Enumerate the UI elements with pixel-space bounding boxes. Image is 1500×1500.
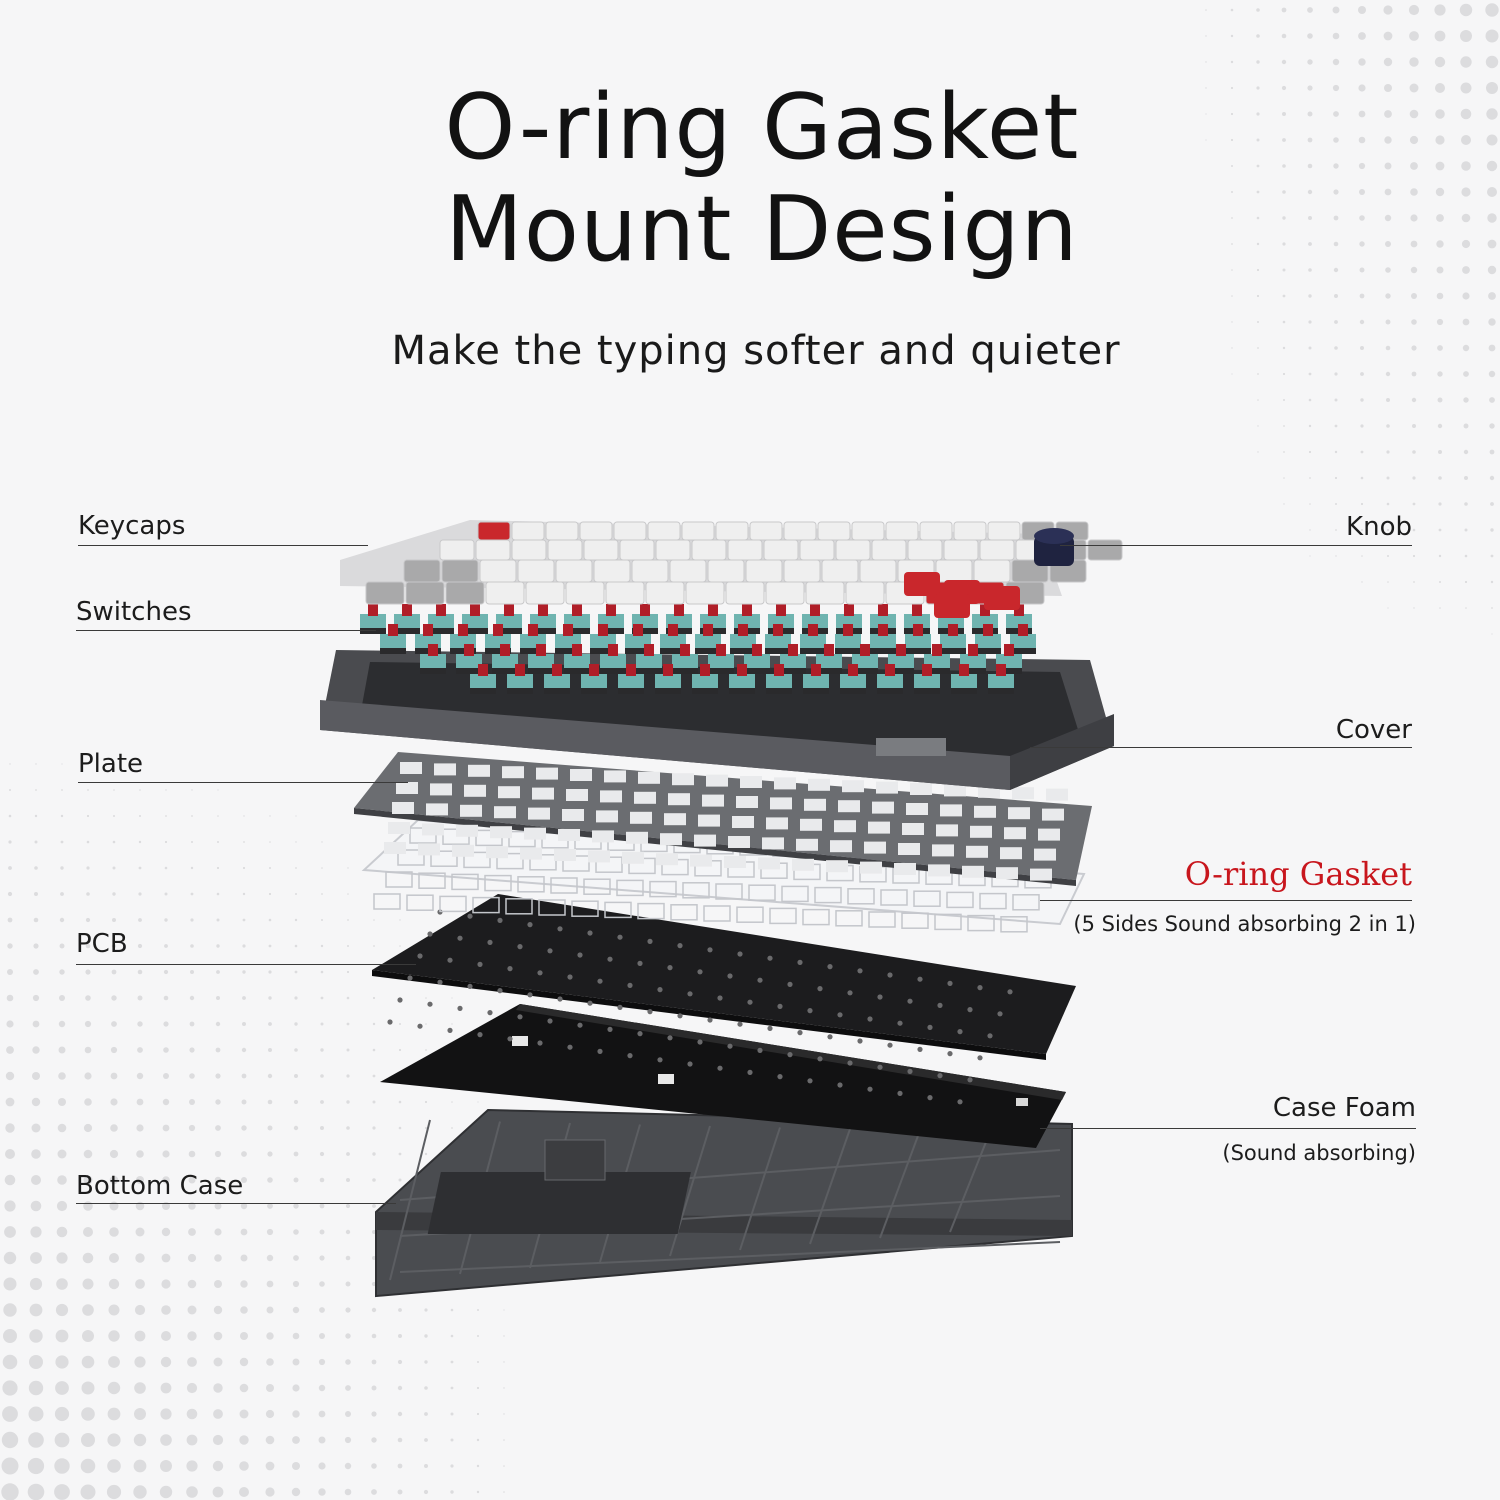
- label-case-foam-note: (Sound absorbing): [1222, 1141, 1416, 1165]
- pcb-layer: [372, 894, 1076, 1105]
- page-title-line-2: Mount Design: [445, 177, 1079, 282]
- label-switches: Switches: [76, 597, 192, 627]
- case-foam-layer: [380, 1004, 1066, 1148]
- knob-icon: [1034, 528, 1074, 566]
- label-plate: Plate: [78, 749, 144, 779]
- leader-line-knob: [1060, 545, 1412, 546]
- bottom-case-layer: [375, 1108, 1073, 1298]
- page-title-line-1: O-ring Gasket: [444, 75, 1080, 180]
- label-o-ring-gasket: O-ring Gasket: [1184, 855, 1412, 893]
- plate-layer: [354, 752, 1092, 886]
- switches-layer: [360, 604, 1036, 694]
- leader-line-plate: [78, 782, 408, 783]
- leader-line-bottom-case: [76, 1203, 396, 1204]
- leader-line-pcb: [76, 964, 416, 965]
- label-knob: Knob: [1346, 512, 1412, 542]
- keycaps-layer: [340, 520, 1123, 618]
- leader-line-keycaps: [78, 545, 368, 546]
- label-cover: Cover: [1335, 715, 1412, 745]
- page-subtitle: Make the typing softer and quieter: [391, 328, 1121, 374]
- label-pcb: PCB: [76, 929, 128, 959]
- label-bottom-case: Bottom Case: [76, 1171, 244, 1201]
- label-gasket-note: (5 Sides Sound absorbing 2 in 1): [1073, 912, 1416, 936]
- leader-line-gasket: [1040, 900, 1412, 901]
- leader-line-case-foam: [1040, 1128, 1416, 1129]
- leader-line-cover: [1030, 747, 1412, 748]
- label-keycaps: Keycaps: [78, 511, 186, 541]
- leader-line-switches: [76, 630, 376, 631]
- label-case-foam: Case Foam: [1272, 1093, 1416, 1123]
